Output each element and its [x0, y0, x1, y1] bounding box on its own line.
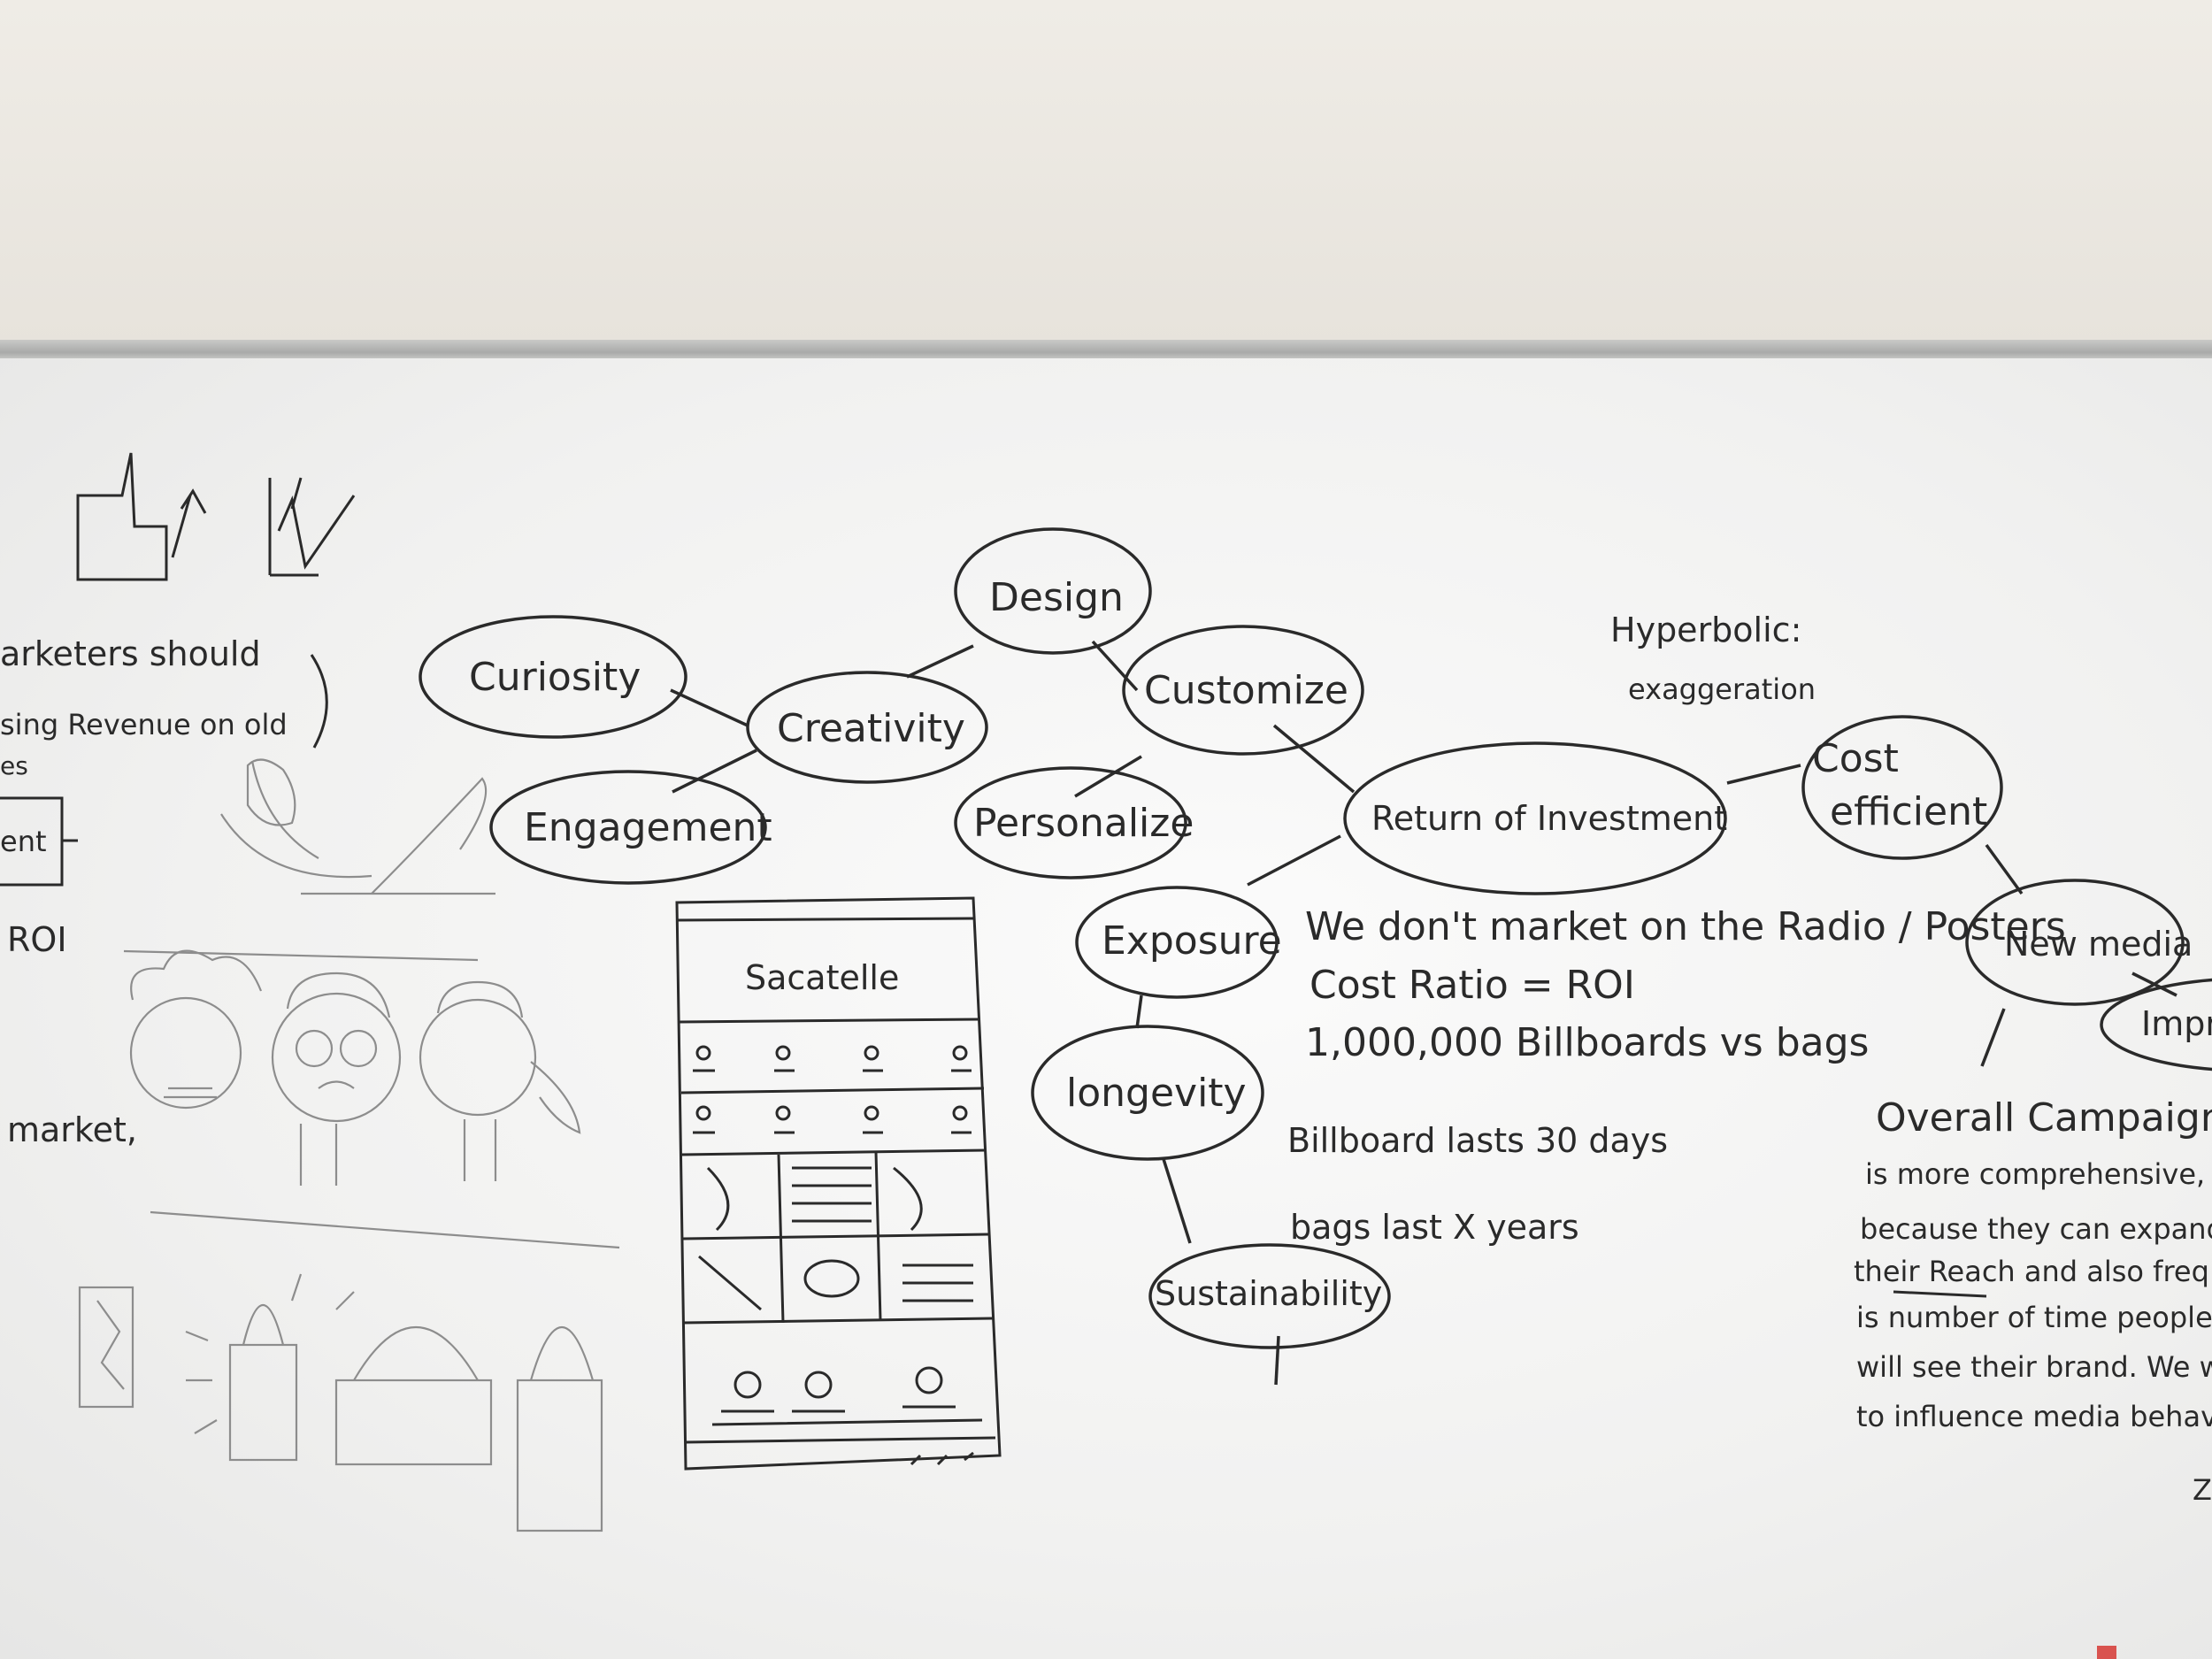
- node-design: Design: [954, 527, 1152, 655]
- svg-text:Curiosity: Curiosity: [469, 655, 641, 700]
- svg-text:Impr: Impr: [2141, 1004, 2212, 1043]
- svg-text:will see their brand. We wa: will see their brand. We wa: [1856, 1350, 2212, 1384]
- svg-text:Return of Investment: Return of Investment: [1371, 799, 1727, 838]
- whiteboard-frame: [0, 340, 2212, 361]
- app-mockup-sketch: Sacatelle: [675, 896, 1002, 1471]
- node-impr: Impr: [2100, 978, 2212, 1071]
- note-radio-posters: We don't market on the Radio / Posters: [1305, 904, 2066, 949]
- svg-text:their Reach and also freq: their Reach and also freq: [1854, 1255, 2209, 1288]
- svg-text:Overall Campaign: Overall Campaign: [1876, 1095, 2212, 1141]
- svg-text:Cost: Cost: [1812, 736, 1899, 781]
- left-note-line2: sing Revenue on old: [0, 708, 288, 741]
- hyperbolic-desc: exaggeration: [1628, 672, 1816, 706]
- left-note-box-label: ent: [0, 825, 47, 858]
- node-cost-efficient: Cost efficient: [1801, 715, 2003, 860]
- node-sustainability: Sustainability: [1148, 1243, 1391, 1349]
- node-longevity: longevity: [1031, 1025, 1264, 1161]
- left-note-bracket: [310, 654, 328, 749]
- svg-text:Customize: Customize: [1144, 668, 1348, 713]
- whiteboard: [0, 358, 2212, 1659]
- note-bags-x-years: bags last X years: [1290, 1208, 1579, 1247]
- svg-text:Sustainability: Sustainability: [1155, 1274, 1382, 1313]
- node-exposure: Exposure: [1075, 886, 1282, 999]
- svg-text:is number of time people: is number of time people: [1856, 1301, 2212, 1334]
- node-return-of-investment: Return of Investment: [1343, 741, 1727, 895]
- svg-text:Design: Design: [989, 575, 1124, 620]
- thumbs-down-icon: [268, 477, 356, 577]
- node-engagement: Engagement: [489, 770, 772, 885]
- thumbs-up-icon: [76, 452, 207, 581]
- svg-text:Engagement: Engagement: [524, 805, 772, 850]
- svg-text:New media: New media: [2004, 925, 2193, 964]
- svg-text:Personalize: Personalize: [973, 801, 1194, 846]
- node-new-media: New media: [1965, 879, 2193, 1006]
- note-cost-ratio: Cost Ratio = ROI: [1310, 963, 1635, 1008]
- node-curiosity: Curiosity: [419, 615, 687, 739]
- wall: [0, 0, 2212, 347]
- node-creativity: Creativity: [746, 671, 988, 784]
- mockup-title: Sacatelle: [745, 958, 899, 997]
- left-note-line3: es: [0, 751, 28, 780]
- left-note-roi: ROI: [7, 920, 67, 959]
- left-note-line1: arketers should: [0, 634, 261, 673]
- marker-cap: [2097, 1646, 2116, 1659]
- svg-text:because they can expand: because they can expand: [1860, 1212, 2212, 1246]
- left-note-market: market,: [7, 1110, 137, 1149]
- bag-product-sketches: [78, 1273, 603, 1532]
- note-billboard-30-days: Billboard lasts 30 days: [1287, 1121, 1668, 1160]
- note-billboards-vs-bags: 1,000,000 Billboards vs bags: [1305, 1020, 1869, 1065]
- node-personalize: Personalize: [954, 766, 1194, 879]
- svg-text:Creativity: Creativity: [777, 706, 965, 751]
- node-customize: Customize: [1122, 625, 1364, 756]
- hyperbolic-label: Hyperbolic:: [1610, 611, 1801, 649]
- svg-text:Exposure: Exposure: [1102, 918, 1282, 964]
- svg-text:to influence media behav: to influence media behav: [1856, 1400, 2212, 1433]
- campaign-notes: Overall Campaign is more comprehensive, …: [1854, 1095, 2212, 1433]
- svg-text:efficient: efficient: [1830, 789, 1987, 834]
- corner-mark: Z: [2193, 1473, 2212, 1507]
- bag-character-sketches: [123, 758, 620, 1249]
- svg-text:longevity: longevity: [1066, 1071, 1247, 1116]
- svg-text:is more comprehensive,: is more comprehensive,: [1865, 1157, 2205, 1191]
